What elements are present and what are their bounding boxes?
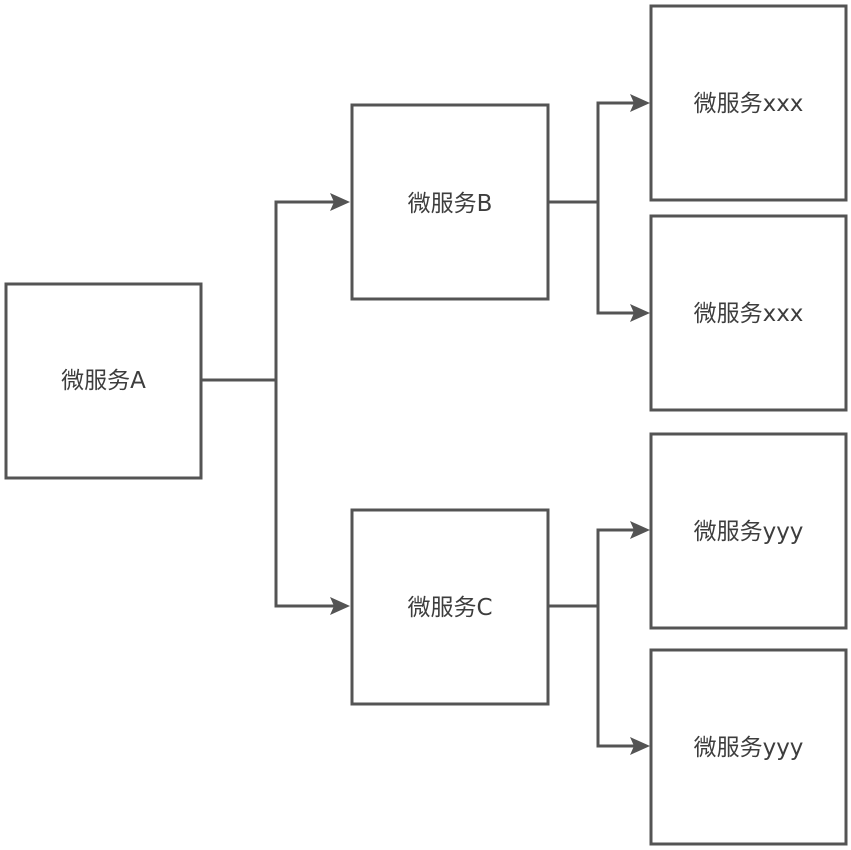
- node-microservice-xxx-1: 微服务xxx: [649, 4, 848, 202]
- arrow-head-c: [330, 597, 350, 615]
- node-microservice-yyy-1: 微服务yyy: [649, 432, 848, 630]
- arrow-head-b1: [630, 94, 650, 112]
- node-microservice-c: 微服务C: [350, 508, 550, 706]
- node-label-c: 微服务C: [407, 595, 492, 621]
- node-microservice-yyy-2: 微服务yyy: [649, 648, 848, 846]
- node-label-b2: 微服务xxx: [694, 301, 804, 327]
- node-label-a: 微服务A: [61, 368, 146, 394]
- arrow-head-c2: [630, 737, 650, 755]
- node-microservice-b: 微服务B: [350, 103, 550, 301]
- edge-b-to-b1: [548, 94, 650, 204]
- edge-a-to-b: [201, 193, 350, 382]
- node-microservice-a: 微服务A: [4, 282, 203, 480]
- node-label-b: 微服务B: [408, 191, 493, 217]
- node-label-b1: 微服务xxx: [694, 91, 804, 117]
- edge-c-to-c2: [596, 606, 650, 755]
- arrow-head-b: [330, 193, 350, 211]
- edge-c-to-c1: [548, 521, 650, 608]
- arrow-head-c1: [630, 521, 650, 539]
- edge-b-to-b2: [596, 202, 650, 322]
- node-label-c2: 微服务yyy: [694, 735, 804, 761]
- node-label-c1: 微服务yyy: [694, 519, 804, 545]
- node-microservice-xxx-2: 微服务xxx: [649, 214, 848, 412]
- edge-a-to-c: [274, 380, 350, 615]
- arrow-head-b2: [630, 304, 650, 322]
